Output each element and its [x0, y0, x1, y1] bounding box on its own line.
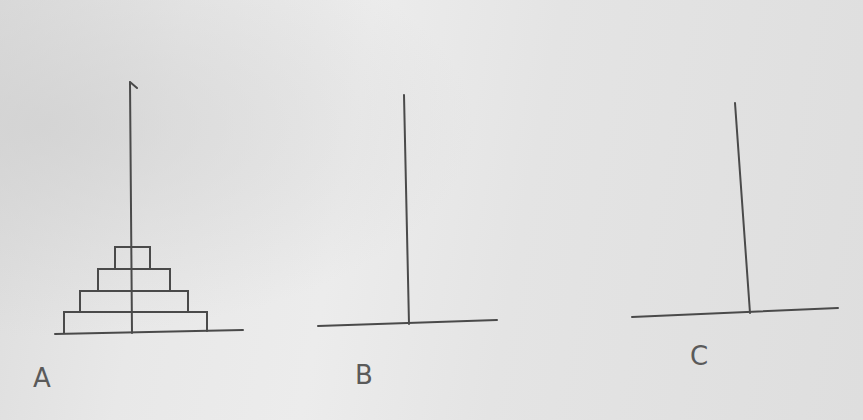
base-a — [55, 330, 243, 334]
peg-label: A — [33, 365, 51, 391]
peg-c — [735, 103, 750, 313]
base-b — [318, 320, 497, 326]
disk-3 — [80, 291, 188, 312]
base-c — [632, 308, 838, 317]
disk-2 — [98, 269, 170, 291]
peg-b — [404, 95, 409, 324]
peg-label: B — [355, 362, 373, 388]
peg-label: C — [690, 343, 708, 369]
disk-4 — [64, 312, 207, 333]
disk-1 — [115, 247, 150, 269]
peg-a — [130, 82, 137, 333]
